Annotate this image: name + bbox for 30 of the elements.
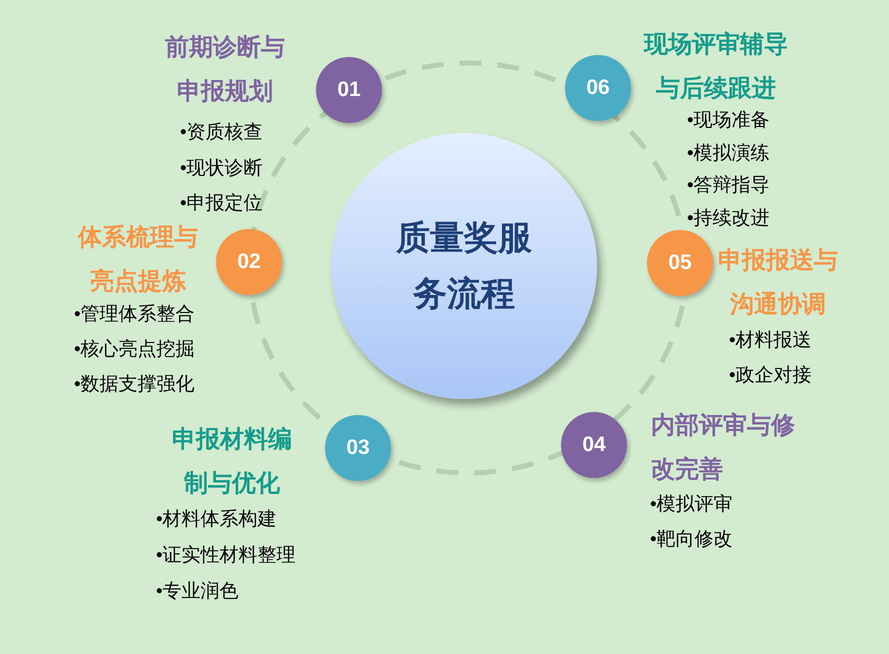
step-heading: 申报材料编制与优化 <box>171 425 293 499</box>
step-number: 05 <box>668 250 692 276</box>
step-number: 02 <box>237 249 261 276</box>
bullet-item: •核心亮点挖掘 <box>74 339 195 361</box>
center-title: 质量奖服务流程 <box>394 218 533 315</box>
step-number: 06 <box>586 75 610 102</box>
step-number: 01 <box>337 77 361 104</box>
bullet-item: •专业润色 <box>156 581 239 603</box>
step-number: 03 <box>346 435 370 462</box>
step-heading: 申报报送与沟通协调 <box>717 246 839 320</box>
bullet-item: •申报定位 <box>180 193 263 215</box>
bullet-item: •模拟评审 <box>650 494 733 516</box>
bullet-item: •管理体系整合 <box>74 304 195 326</box>
bullet-item: •模拟演练 <box>687 142 770 164</box>
bullet-item: •数据支撑强化 <box>74 374 195 396</box>
bullet-item: •持续改进 <box>687 208 770 230</box>
bullet-item: •现场准备 <box>687 110 770 132</box>
bullet-item: •证实性材料整理 <box>156 545 296 567</box>
bullet-item: •现状诊断 <box>180 158 263 180</box>
bullet-item: •资质核查 <box>180 122 263 144</box>
bullet-item: •材料报送 <box>729 330 812 352</box>
bullet-item: •材料体系构建 <box>156 509 277 531</box>
step-heading: 前期诊断与申报规划 <box>164 33 286 107</box>
step-heading: 现场评审辅导与后续跟进 <box>642 30 789 104</box>
bullet-item: •靶向修改 <box>650 529 733 551</box>
step-number: 04 <box>582 432 606 458</box>
step-heading: 体系梳理与亮点提炼 <box>76 223 199 297</box>
step-heading: 内部评审与修改完善 <box>651 411 796 485</box>
bullet-item: •政企对接 <box>729 365 812 387</box>
bullet-item: •答辩指导 <box>687 175 770 197</box>
